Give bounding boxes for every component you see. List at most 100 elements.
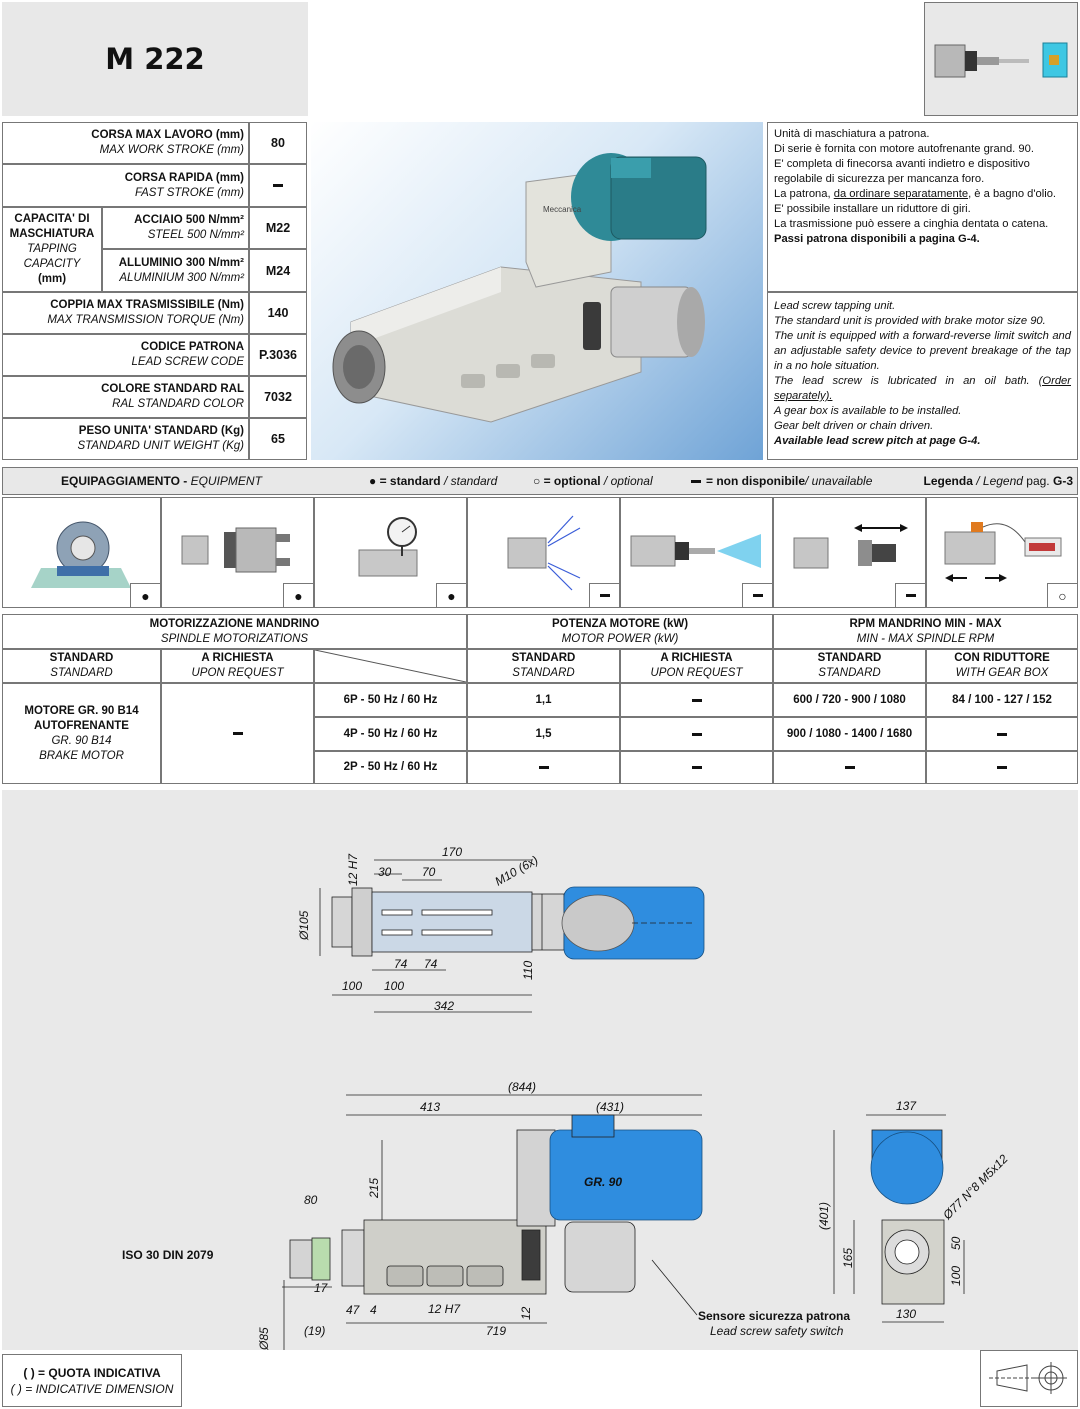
table-row-poles: 6P - 50 Hz / 60 Hz [314,683,467,717]
diagonal-line [315,650,466,682]
spec-capacita-label: CAPACITA' DI MASCHIATURA TAPPING CAPACIT… [2,207,102,292]
col-power-request: A RICHIESTA UPON REQUEST [620,649,773,683]
technical-drawings: 170 30 70 M10 (6x) 12 H7 Ø105 74 74 110 … [2,790,1078,1351]
dim-top-110: 110 [521,961,535,980]
col-rpm-gearbox: CON RIDUTTORE WITH GEAR BOX [926,649,1078,683]
table-row-poles: 2P - 50 Hz / 60 Hz [314,751,467,784]
motor-header-rpm: RPM MANDRINO MIN - MAX MIN - MAX SPINDLE… [773,614,1078,649]
dim-front-137: 137 [896,1099,917,1113]
motor-plate-label: GR. 90 [584,1175,622,1189]
spec-acciaio-value: M22 [249,207,307,249]
table-row-rpm-gearbox [926,717,1078,751]
dim-top-100b: 100 [384,979,404,993]
equipment-mark-6 [895,583,925,607]
spec-colore-value: 7032 [249,376,307,418]
col-power-standard: STANDARD STANDARD [467,649,620,683]
dim-side-12: 12 [519,1306,533,1320]
dim-side-17: 17 [314,1281,329,1295]
dim-top-342: 342 [434,999,454,1013]
equipment-cell-5 [620,497,773,608]
spec-peso-label: PESO UNITA' STANDARD (Kg) STANDARD UNIT … [2,418,249,460]
equipment-cell-1: ● [2,497,161,608]
equipment-icon-quick-change [793,524,908,569]
dim-side-85: Ø85 [257,1327,271,1350]
dim-top-100a: 100 [342,979,362,993]
dim-side-413: 413 [420,1100,440,1114]
dim-top-30: 30 [378,865,392,879]
dim-side-47: 47 [346,1303,361,1317]
dim-front-165: 165 [841,1248,855,1268]
motor-header-spindle: MOTORIZZAZIONE MANDRINO SPINDLE MOTORIZA… [2,614,467,649]
spec-alluminio-value: M24 [249,249,307,292]
legend-standard: ● = standard / standard [369,474,498,488]
sensor-label-en: Lead screw safety switch [710,1324,844,1338]
table-row-rpm: 600 / 720 - 900 / 1080 [773,683,926,717]
equipment-icon-gauge [358,517,418,577]
table-row-rpm-gearbox: 84 / 100 - 127 / 152 [926,683,1078,717]
equipment-icon-fixture [31,521,131,588]
projection-symbol [980,1350,1078,1407]
unavailable-dash [273,184,283,187]
table-row-power: 1,1 [467,683,620,717]
photo-brand-plate: Meccanica [543,205,582,214]
legend-reference: Legenda / Legend pag. G-3 [923,474,1073,488]
equipment-header: EQUIPAGGIAMENTO - EQUIPMENT ● = standard… [2,467,1078,495]
product-illustration: Meccanica [332,153,707,423]
equipment-mark-2: ● [283,583,313,607]
dim-top-70: 70 [422,865,436,879]
iso-label: ISO 30 DIN 2079 [122,1248,214,1262]
dim-top-m10: M10 (6x) [493,853,541,889]
table-row-poles: 4P - 50 Hz / 60 Hz [314,717,467,751]
dim-front-50: 50 [949,1236,963,1250]
equipment-cell-4 [467,497,620,608]
equipment-cell-2: ● [161,497,314,608]
equipment-mark-1: ● [130,583,160,607]
spec-peso-value: 65 [249,418,307,460]
dim-side-844: (844) [508,1080,536,1094]
dim-side-19: (19) [304,1324,325,1338]
dim-top-12h7: 12 H7 [346,853,360,886]
col-standard: STANDARD STANDARD [2,649,161,683]
spec-colore-label: COLORE STANDARD RAL RAL STANDARD COLOR [2,376,249,418]
spec-acciaio-label: ACCIAIO 500 N/mm² STEEL 500 N/mm² [102,207,249,249]
equipment-mark-4 [589,583,619,607]
spec-corsa-rapida-label: CORSA RAPIDA (mm) FAST STROKE (mm) [2,164,249,207]
equipment-icon-through-coolant [630,534,761,568]
dim-side-719: 719 [486,1324,506,1338]
col-rpm-standard: STANDARD STANDARD [773,649,926,683]
equipment-cell-7: ○ [926,497,1078,608]
dim-top-74a: 74 [394,957,408,971]
dim-side-4: 4 [370,1303,377,1317]
equipment-mark-3: ● [436,583,466,607]
spec-coppia-value: 140 [249,292,307,334]
spec-codice-label: CODICE PATRONA LEAD SCREW CODE [2,334,249,376]
dim-front-77: Ø77 N°8 M5x12 [940,1152,1011,1223]
dim-front-130: 130 [896,1307,916,1321]
spec-coppia-label: COPPIA MAX TRASMISSIBILE (Nm) MAX TRANSM… [2,292,249,334]
table-row-rpm: 900 / 1080 - 1400 / 1680 [773,717,926,751]
legend-optional: ○ = optional / optional [533,474,653,488]
equipment-icon-multispindle [181,527,290,573]
product-photo: Meccanica [311,122,763,460]
spec-codice-value: P.3036 [249,334,307,376]
title-box: M 222 [2,2,308,116]
dim-front-401: (401) [817,1202,831,1230]
table-row-power-request [620,683,773,717]
projection-icon [989,1362,1067,1394]
equipment-cell-3: ● [314,497,467,608]
equipment-mark-7: ○ [1047,583,1077,607]
equipment-icon-coolant [507,515,581,591]
motor-header-power: POTENZA MOTORE (kW) MOTOR POWER (kW) [467,614,773,649]
dim-top-105: Ø105 [297,910,311,941]
table-row-rpm [773,751,926,784]
dim-top-74b: 74 [424,957,438,971]
thumbnail-drawing [934,42,1068,78]
dim-side-12h7: 12 H7 [428,1302,461,1316]
spec-corsa-max-label: CORSA MAX LAVORO (mm) MAX WORK STROKE (m… [2,122,249,164]
motor-description: MOTORE GR. 90 B14 AUTOFRENANTE GR. 90 B1… [2,683,161,784]
dim-side-431: (431) [596,1100,624,1114]
unavailable-dash [691,479,701,483]
drawing-canvas: 170 30 70 M10 (6x) 12 H7 Ø105 74 74 110 … [122,845,1011,1351]
table-row-power-request [620,717,773,751]
dim-side-80: 80 [304,1193,318,1207]
